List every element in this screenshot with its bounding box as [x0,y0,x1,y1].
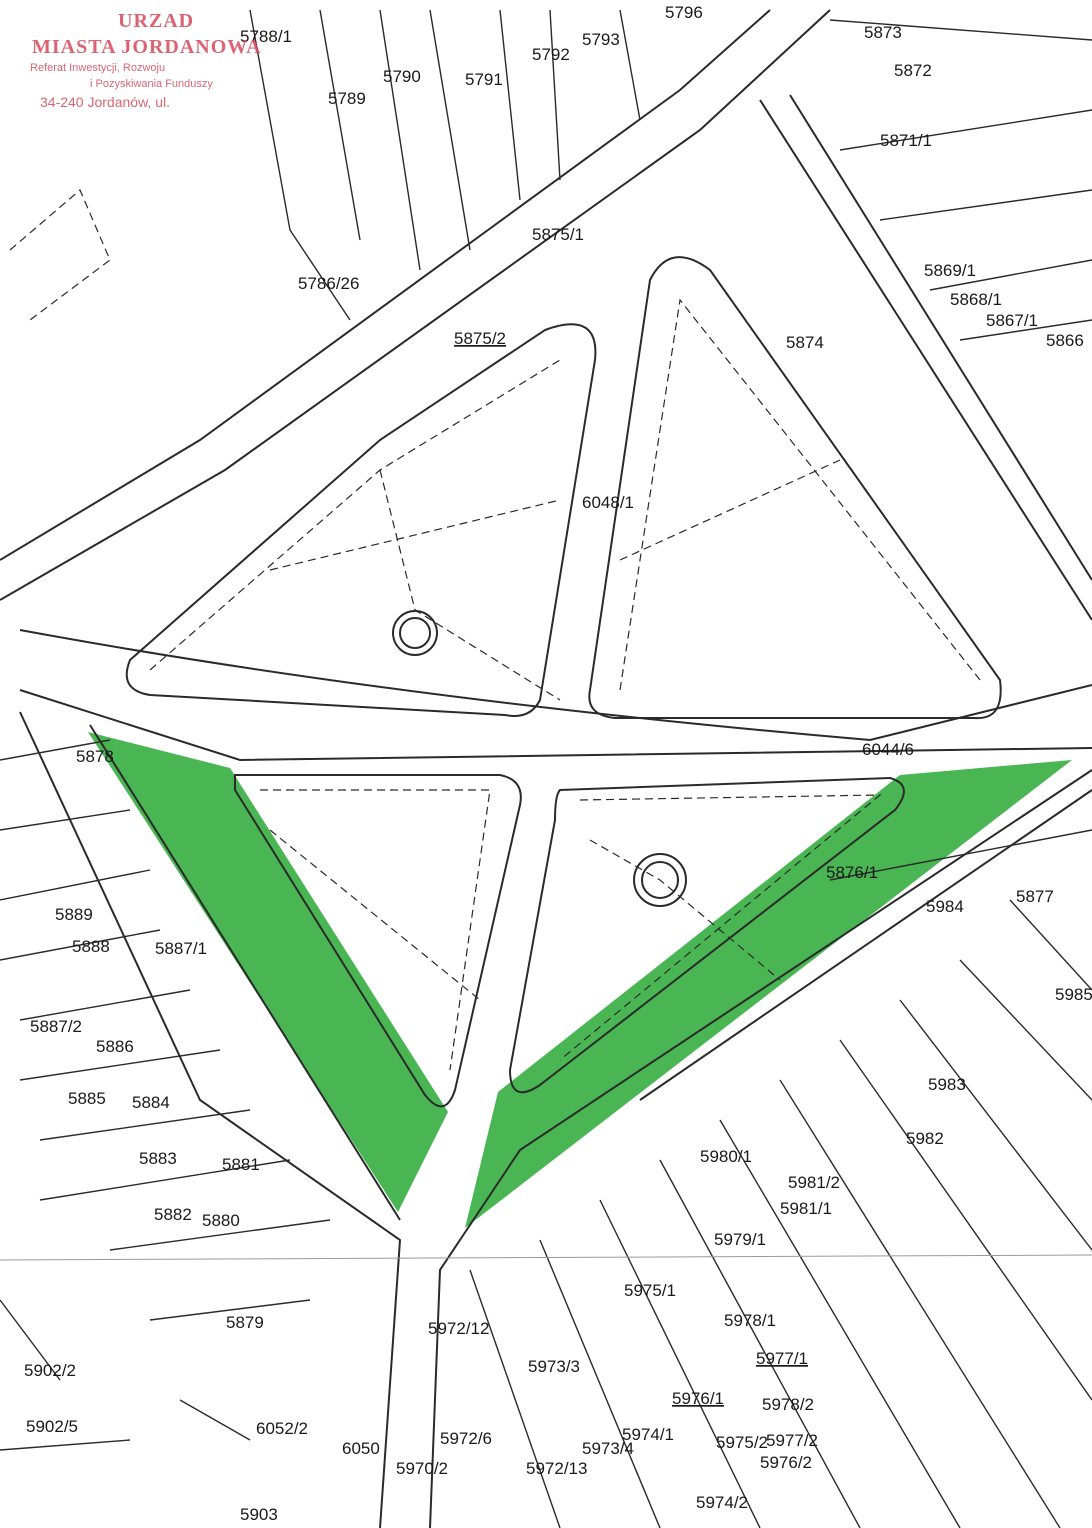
parcel-label: 5981/2 [788,1173,840,1192]
parcel-label: 5876/1 [826,863,878,882]
island-5875-2 [125,323,597,717]
parcel-label: 5880 [202,1211,240,1230]
parcel-label: 5786/26 [298,274,359,293]
parcel-label: 5873 [864,23,902,42]
stamp-line: URZAD [118,10,195,32]
stamp-line: 34-240 Jordanów, ul. [40,94,170,110]
parcel-label: 5973/4 [582,1439,634,1458]
parcel-label: 5975/1 [624,1281,676,1300]
parcel-label: 5882 [154,1205,192,1224]
parcel-label: 5869/1 [924,261,976,280]
parcel-label: 5974/1 [622,1425,674,1444]
parcel-label: 6050 [342,1439,380,1458]
parcel-label: 6052/2 [256,1419,308,1438]
parcel-label: 5972/13 [526,1459,587,1478]
parcel-label: 5888 [72,937,110,956]
highlighted-parcels [88,732,1072,1228]
parcel-label: 5871/1 [880,131,932,150]
fountain-right-inner [641,861,679,899]
parcel-label: 5978/2 [762,1395,814,1414]
parcel-label: 5887/2 [30,1017,82,1036]
parcel-label: 5983 [928,1075,966,1094]
parcel-label: 5977/2 [766,1431,818,1450]
parcel-label: 5789 [328,89,366,108]
parcel-label: 5874 [786,333,824,352]
parcel-label: 5867/1 [986,311,1038,330]
stamp-line: MIASTA JORDANOWA [32,36,262,58]
parcel-label: 5884 [132,1093,170,1112]
road-outlines [0,9,1092,1528]
parcel-label: 5886 [96,1037,134,1056]
parcel-label: 5972/6 [440,1429,492,1448]
parcel-lines [0,9,1092,1528]
parcel-label: 5872 [894,61,932,80]
parcel-label: 5902/2 [24,1361,76,1380]
parcel-label: 5887/1 [155,939,207,958]
parcel-label: 5970/2 [396,1459,448,1478]
parcel-label: 5793 [582,30,620,49]
parcel-label: 5878 [76,747,114,766]
parcel-label: 5791 [465,70,503,89]
parcel-label: 5883 [139,1149,177,1168]
parcel-label: 5976/1 [672,1389,724,1408]
parcel-label: 5972/12 [428,1319,489,1338]
parcel-labels: 5788/1 5790 5789 5791 5792 5793 5796 587… [24,3,1092,1524]
parcel-label: 5903 [240,1505,278,1524]
parcel-label: 5875/1 [532,225,584,244]
parcel-label: 6048/1 [582,493,634,512]
office-stamp: URZAD MIASTA JORDANOWA Referat Inwestycj… [30,10,280,110]
parcel-label: 5984 [926,897,964,916]
footpaths [9,189,981,1071]
parcel-label: 5889 [55,905,93,924]
islands [125,256,1002,1108]
parcel-label: 5790 [383,67,421,86]
highlight-parcel-5878[interactable] [88,732,448,1212]
parcel-label: 5975/2 [716,1433,768,1452]
parcel-label: 5885 [68,1089,106,1108]
highlight-parcel-5876-1[interactable] [465,760,1072,1228]
parcel-label: 5981/1 [780,1199,832,1218]
parcel-label: 6044/6 [862,740,914,759]
parcel-label: 5875/2 [454,329,506,348]
parcel-label: 5877 [1016,887,1054,906]
parcel-label: 5982 [906,1129,944,1148]
parcel-label: 5973/3 [528,1357,580,1376]
parcel-label: 5788/1 [240,27,292,46]
parcel-label: 5796 [665,3,703,22]
stamp-line: i Pozyskiwania Funduszy [90,78,213,90]
parcel-label: 5868/1 [950,290,1002,309]
parcel-label: 5977/1 [756,1349,808,1368]
parcel-label: 5974/2 [696,1493,748,1512]
fountain-right [633,853,687,907]
parcel-label: 5980/1 [700,1147,752,1166]
island-5876-1 [508,776,905,1094]
fountain-left [392,610,438,656]
stamp-line: Referat Inwestycji, Rozwoju [30,62,166,74]
parcel-label: 5979/1 [714,1230,766,1249]
parcel-label: 5976/2 [760,1453,812,1472]
fountain-left-inner [399,617,431,649]
parcel-label: 5879 [226,1313,264,1332]
parcel-label: 5985 [1055,985,1092,1004]
parcel-label: 5881 [222,1155,260,1174]
parcel-label: 5978/1 [724,1311,776,1330]
island-5874 [588,256,1002,720]
parcel-label: 5792 [532,45,570,64]
parcel-label: 5902/5 [26,1417,78,1436]
parcel-label: 5866 [1046,331,1084,350]
island-left-mid [234,774,522,1108]
